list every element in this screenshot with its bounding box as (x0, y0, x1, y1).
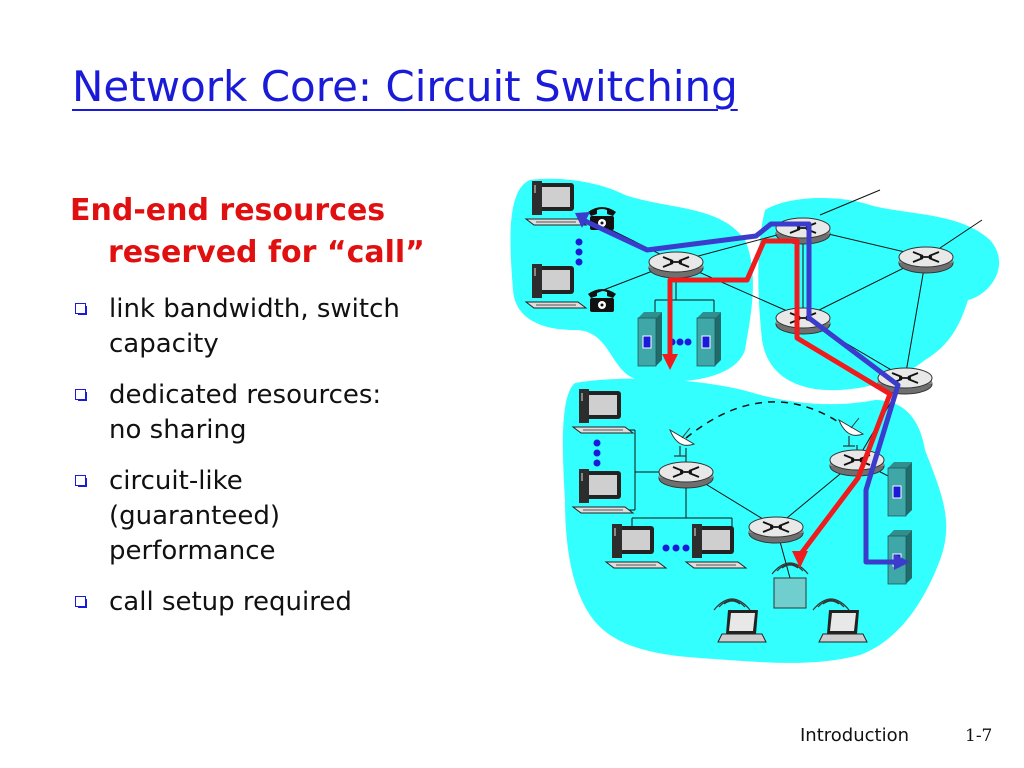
bullet-item: circuit-like (guaranteed) performance (70, 464, 480, 569)
network-region-right (758, 198, 1000, 391)
router-icon (658, 461, 714, 489)
bullet-text: no sharing (109, 415, 247, 445)
slide-title: Network Core: Circuit Switching (72, 62, 738, 111)
circuit-path-blue (581, 217, 901, 565)
wireless-link-dashed (685, 401, 851, 439)
bullet-text: (guaranteed) (109, 501, 280, 531)
bullet-item: call setup required (70, 585, 480, 620)
circuit-path-red (667, 238, 893, 557)
server-icon (887, 461, 913, 517)
bullet-text: performance (109, 536, 276, 566)
server-icon (637, 311, 663, 367)
heading-line-2: reserved for “call” (108, 235, 425, 270)
bullet-item: link bandwidth, switch capacity (70, 292, 480, 362)
bullet-text: link bandwidth, switch (109, 294, 400, 324)
ellipsis-dots (575, 238, 583, 266)
router-icon (648, 251, 704, 279)
footer-section-label: Introduction (800, 725, 910, 746)
ellipsis-dots (662, 544, 690, 552)
bullet-text: call setup required (109, 587, 352, 617)
checkbox-bullet-icon (75, 596, 87, 608)
arrowhead-icon (894, 554, 910, 570)
bullet-text: capacity (109, 329, 219, 359)
checkbox-bullet-icon (75, 303, 87, 315)
ellipsis-dots (593, 439, 601, 467)
arrowhead-icon (662, 354, 678, 370)
bullet-list: link bandwidth, switch capacity dedicate… (70, 292, 480, 636)
bullet-text: circuit-like (109, 466, 243, 496)
arrowhead-icon (575, 212, 590, 228)
bullet-text: dedicated resources: (109, 380, 382, 410)
footer-page-number: 1-7 (965, 726, 993, 746)
server-icon (696, 311, 722, 367)
checkbox-bullet-icon (75, 389, 87, 401)
arrowhead-icon (792, 551, 808, 568)
network-region-left (510, 178, 753, 382)
router-icon (748, 516, 804, 544)
bullet-heading: End-end resources reserved for “call” (70, 190, 480, 274)
checkbox-bullet-icon (75, 475, 87, 487)
router-icon (898, 246, 954, 274)
access-point-icon (771, 562, 809, 609)
bullet-item: dedicated resources: no sharing (70, 378, 480, 448)
heading-line-1: End-end resources (70, 193, 386, 228)
